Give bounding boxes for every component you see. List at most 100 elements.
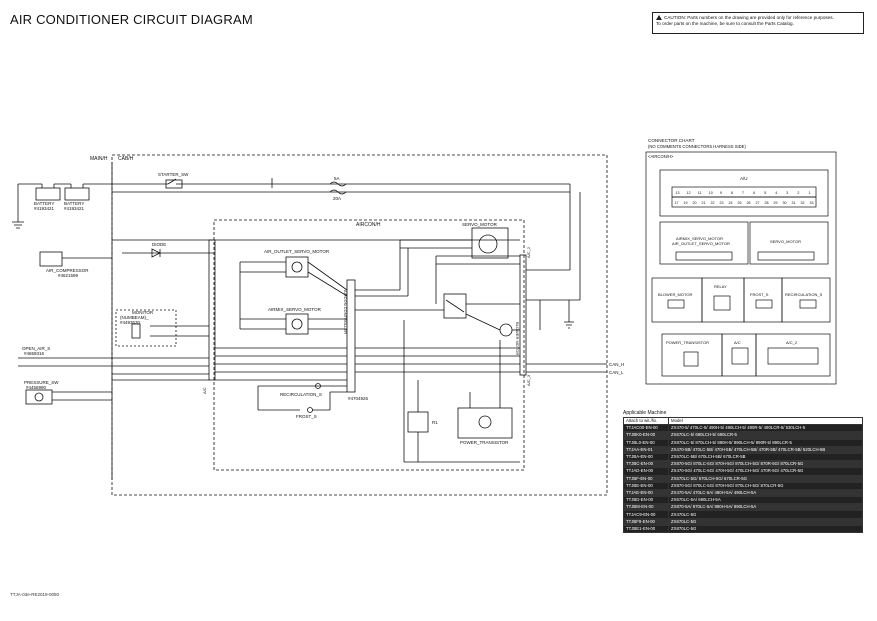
battery-1-part-number: #4193421 <box>34 206 55 211</box>
airmix-servo-label: AIRMIX_SERVO_MOTOR <box>268 307 322 312</box>
air-outlet-servo-label: AIR_OUTLET_SERVO_MOTOR <box>264 249 330 254</box>
table-cell-attach: TTJBK0-EN-00 <box>623 431 669 440</box>
monitor-boundary <box>115 309 177 347</box>
table-cell-model: ZX670LC-5G/ 670LCH-5G/ 670LCR-5G <box>668 474 863 483</box>
caution-line-1: CAUTION: Parts numbers on the drawing ar… <box>664 15 834 20</box>
connector-ac2-label: A/C_2 <box>526 246 531 258</box>
table-cell-model: ZX470LC-5G <box>668 510 863 519</box>
connector-pin-number: 11 <box>698 191 702 195</box>
aircon-controller-body <box>346 279 356 393</box>
caution-line-2: To order parts on the machine, be sure t… <box>656 21 794 26</box>
table-cell-attach: TTJBM-EN-00 <box>623 503 669 512</box>
warning-icon <box>656 15 662 20</box>
connector-pin-number: 27 <box>756 201 760 205</box>
table-cell-attach: TTJBE1-EN-00 <box>623 524 669 534</box>
air-outlet-servo-symbol <box>285 256 309 278</box>
connector-pin-number: 25 <box>738 201 742 205</box>
open-air-sensor-label: OPEN_AIR_S <box>22 346 50 351</box>
table-cell-attach: TTJBL0-EN-00 <box>623 438 669 447</box>
connector-pin-number: 13 <box>676 191 680 195</box>
connector-pin-number: 32 <box>801 201 805 205</box>
connector-chart-outlet-label: AIR_OUTLET_SERVO_MOTOR <box>672 241 730 246</box>
table-header-attach: Attach to wit./fix. <box>623 416 669 426</box>
frost-switch-label: FROST_S <box>296 414 317 419</box>
table-cell-model: ZX470-5G/ 470LC-5G/ 470H-5G/ 470LCH-5G/ … <box>668 467 863 476</box>
table-header-row: Attach to wit./fix. Model <box>623 416 863 426</box>
table-cell-attach: TTJAD-EN-00 <box>623 467 669 476</box>
table-cell-attach: TTJBC-EN-00 <box>623 460 669 469</box>
blower-motor-symbol <box>499 323 513 337</box>
servo-motor-symbol <box>471 227 509 259</box>
connector-pin-number: 17 <box>675 201 679 205</box>
connector-pin-number: 30 <box>783 201 787 205</box>
connector-pin-number: 26 <box>747 201 751 205</box>
open-air-sensor-part-number: #4659316 <box>24 351 45 356</box>
pressure-switch-part-number: #4456990 <box>26 385 47 390</box>
caution-box: CAUTION: Parts numbers on the drawing ar… <box>652 12 864 34</box>
frost-switch-symbol <box>307 407 313 413</box>
table-cell-model: ZX670LC-5A/ 690LCH-5A <box>668 496 863 505</box>
power-transistor-symbol <box>457 407 513 439</box>
table-cell-model: ZX670LC-5/ 690LCH-5/ 690LCR-5 <box>668 431 863 440</box>
table-cell-model: ZX470-5A/ 470LC-5A/ 490H-5A/ 490LCH-5A <box>668 488 863 498</box>
aircon-controller-part-number: #4704926 <box>348 396 369 401</box>
can-h-label: CAN_H <box>609 362 624 367</box>
connector-chart-power-tr-label: POWER_TRANSISTOR <box>666 340 709 345</box>
connector-chart-airmix-label: AIRMIX_SERVO_MOTOR <box>676 236 723 241</box>
connector-ac-label-left: A/C <box>202 387 207 394</box>
power-transistor-label: POWER_TRANSISTOR <box>460 440 509 445</box>
connector-chart-au-box <box>659 169 829 217</box>
connector-pin-number: 33 <box>810 201 814 205</box>
battery-2-part-number: #4193421 <box>64 206 85 211</box>
aircon-harness-label: AIRCON/H <box>356 222 381 228</box>
starter-switch-label: STARTER_SW <box>158 172 189 177</box>
connector-pin-number: 6 <box>753 191 755 195</box>
table-cell-model: ZX670LC-5G <box>668 517 863 526</box>
connector-pin-number: 19 <box>684 201 688 205</box>
connector-chart-harness: <AIRCON/H> <box>648 154 674 159</box>
connector-chart-airmix-box <box>659 221 749 265</box>
fuse-bottom-symbol <box>329 189 347 195</box>
servo-motor-label: SERVO_MOTOR <box>462 222 498 227</box>
battery-1-label: BATTERY <box>34 201 54 206</box>
table-cell-attach: TTJBE-EN-00 <box>623 481 669 490</box>
table-cell-model: ZX870-5G/ 870LC-5G/ 870H-5G/ 870LCH-5G/ … <box>668 460 863 469</box>
table-cell-model: ZX470-5/ 470LC-5/ 490H-5/ 490LCH-5/ 490R… <box>668 424 863 433</box>
monitor-label: MONITOR <box>132 310 154 315</box>
air-compressor-label: AIR_COMPRESSOR <box>46 268 89 273</box>
connector-pin-number: 31 <box>792 201 796 205</box>
connector-chart-frost-label: FROST_S <box>750 292 769 297</box>
battery-2-symbol <box>64 184 90 201</box>
connector-ac3-label: A/C_3 <box>526 374 531 386</box>
monitor-part-number: #4493630 <box>120 320 141 325</box>
connector-pin-number: 7 <box>742 191 744 195</box>
pressure-switch-label: PRESSURE_SW <box>24 380 59 385</box>
table-cell-model: ZX870LC-5G <box>668 524 863 534</box>
connector-pin-number: 12 <box>687 191 691 195</box>
connector-pin-number: 9 <box>720 191 722 195</box>
connector-chart-relay-label: RELAY <box>714 284 727 289</box>
connector-pin-number: 5 <box>764 191 766 195</box>
connector-left <box>208 239 216 381</box>
connector-chart-servo-box <box>749 221 829 265</box>
diode-label: DIODE <box>152 242 166 247</box>
table-header-model: Model <box>668 416 863 426</box>
connector-chart-ac-label: A/C <box>734 340 741 345</box>
table-cell-model: ZX470-5B/ 470LC-5B/ 470H-5B/ 470LCH-5B/ … <box>668 445 863 454</box>
connector-pin-number: 10 <box>709 191 713 195</box>
fuse-bottom-label: 20A <box>333 196 341 201</box>
connector-chart-ac2-box <box>755 333 831 377</box>
